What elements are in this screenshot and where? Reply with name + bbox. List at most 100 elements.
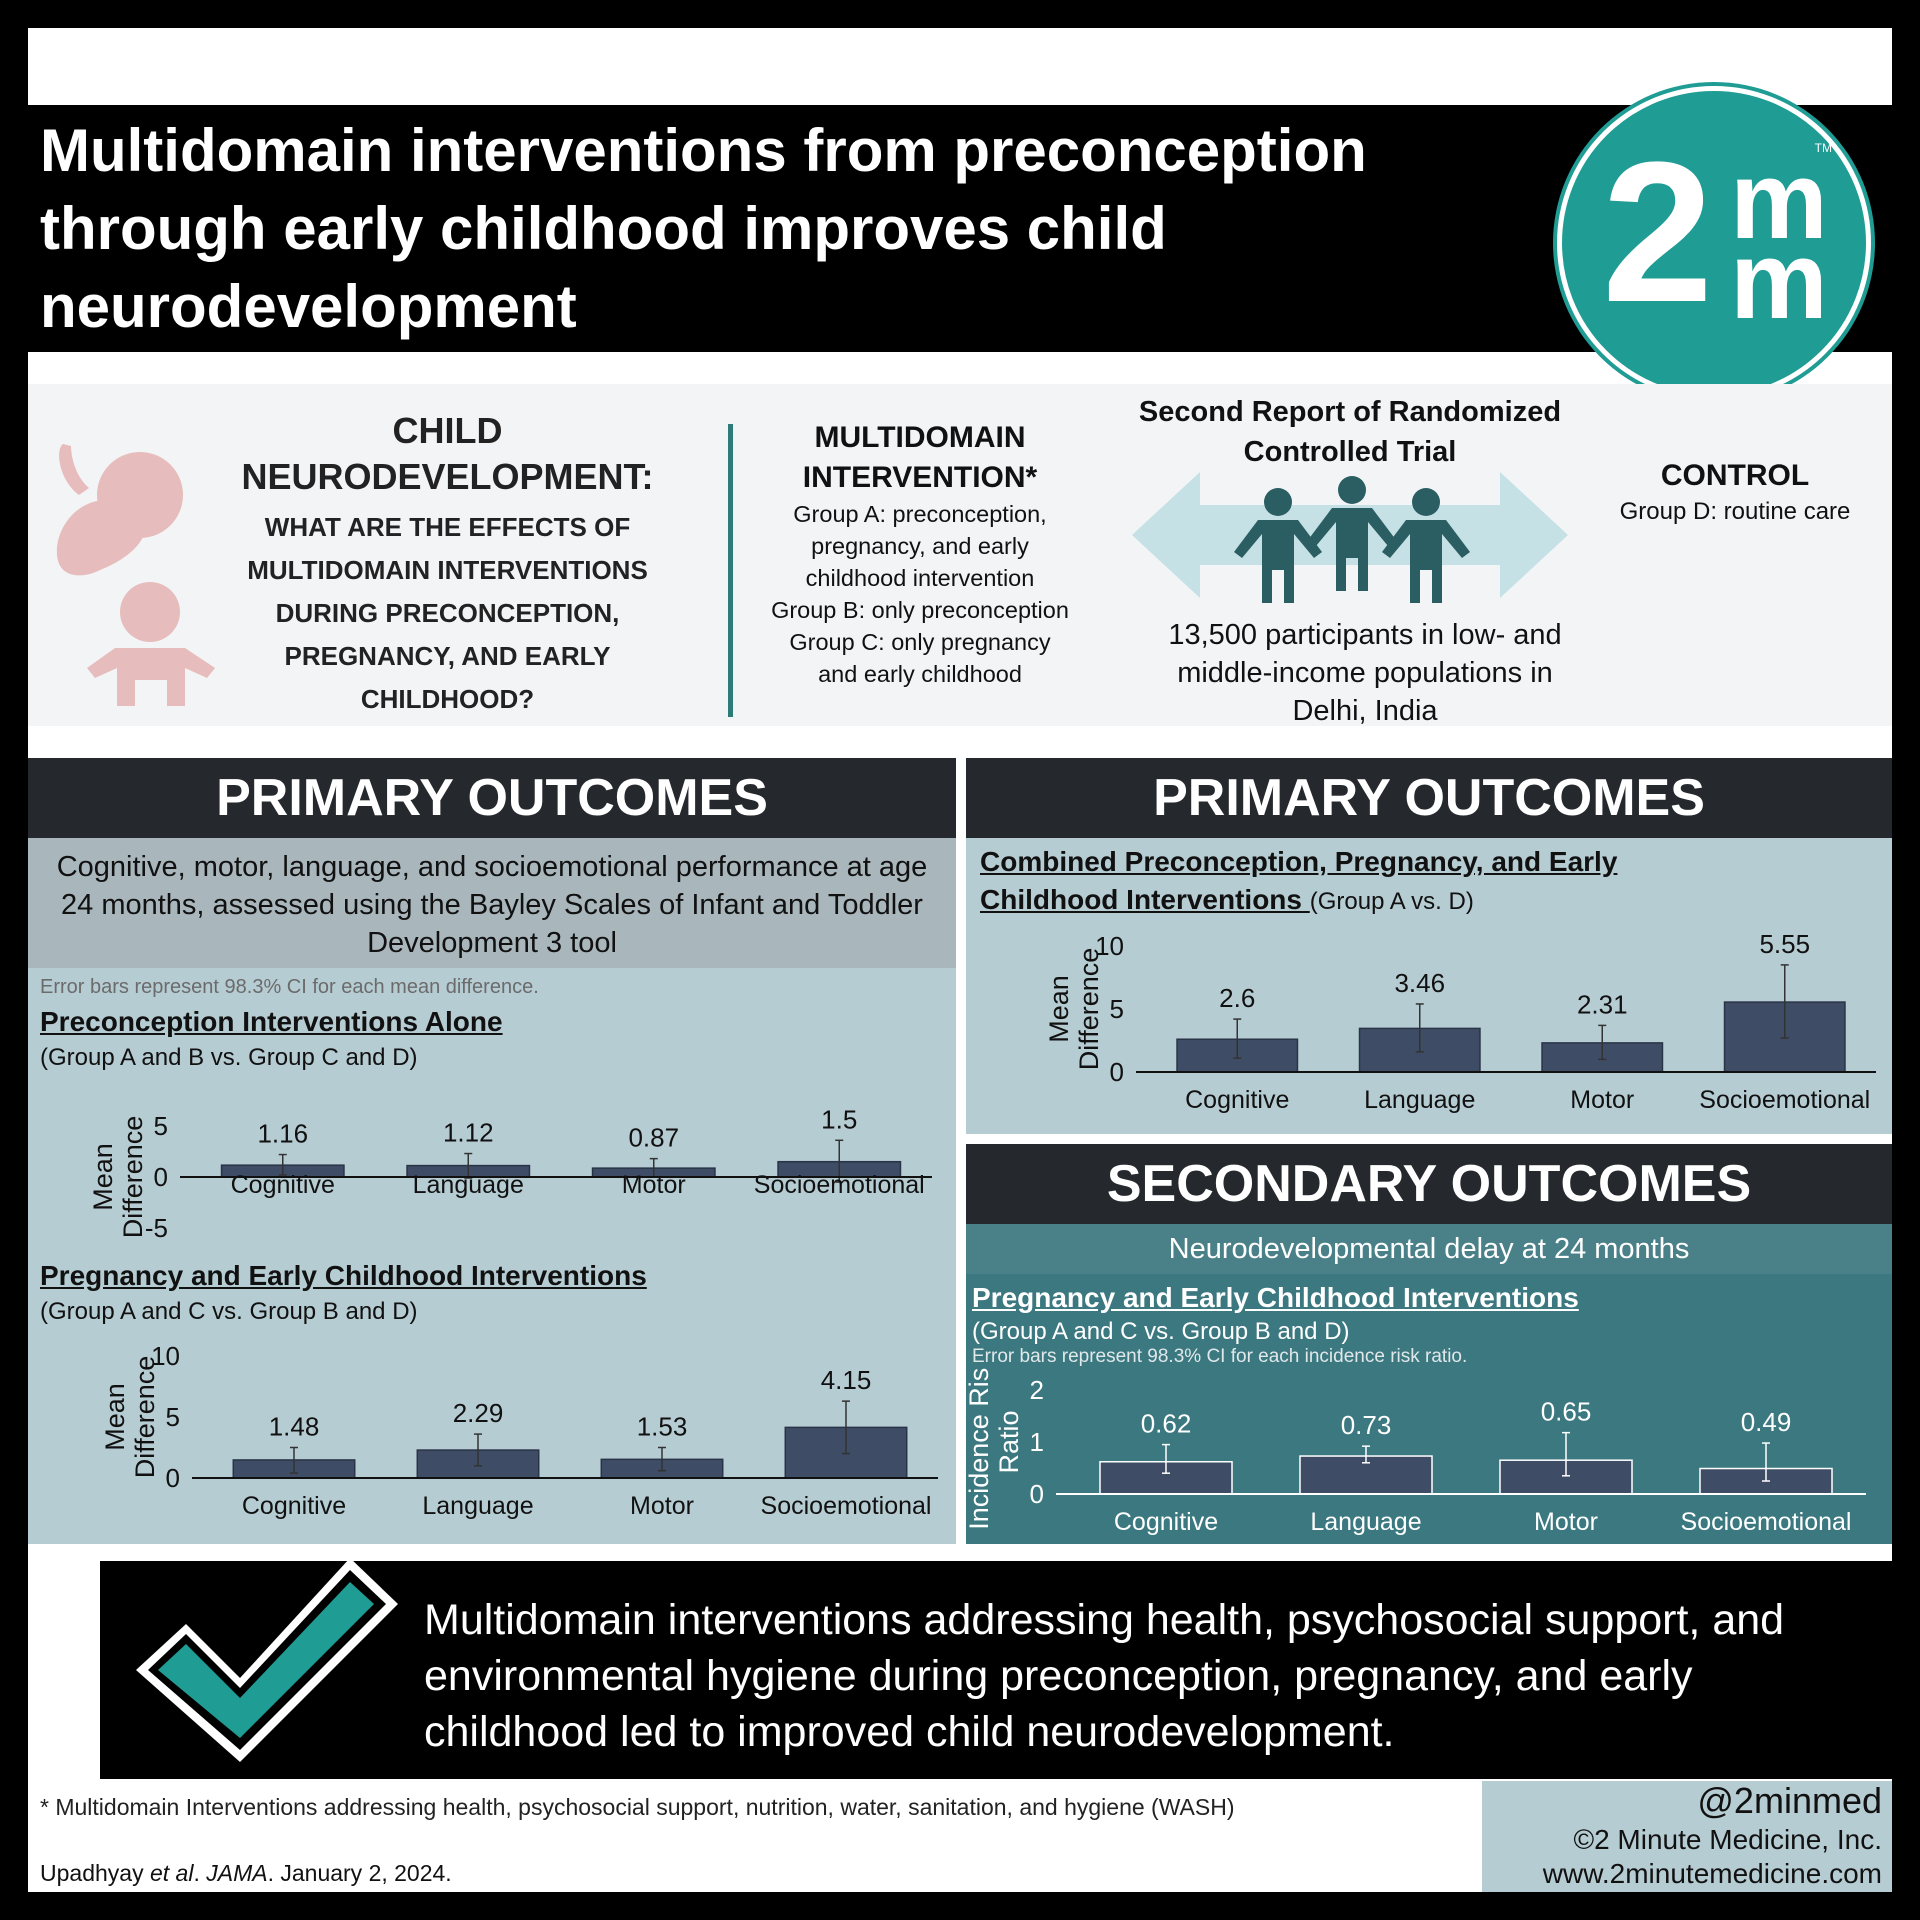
logo-m-bottom: m — [1730, 219, 1828, 342]
intervention-title: INTERVENTION* — [802, 461, 1038, 494]
category-label: Socioemotional — [1681, 1508, 1852, 1536]
category-label: Cognitive — [231, 1171, 335, 1199]
data-label: 1.53 — [637, 1412, 688, 1442]
y-tick-label: 10 — [151, 1341, 180, 1371]
trial-line: middle-income populations in — [1177, 657, 1553, 689]
secondary-subtitle: (Group A and C vs. Group B and D) — [972, 1318, 1350, 1345]
intervention-line: and early childhood — [818, 661, 1022, 687]
citation-date: . January 2, 2024. — [267, 1860, 452, 1886]
y-tick-label: 5 — [154, 1111, 168, 1141]
y-tick-label: 1 — [1030, 1427, 1044, 1457]
conclusion-text: Multidomain interventions addressing hea… — [424, 1596, 1785, 1756]
footnote: * Multidomain Interventions addressing h… — [40, 1794, 1235, 1820]
secondary-note: Error bars represent 98.3% CI for each i… — [972, 1346, 1468, 1367]
citation-etal: et al — [149, 1860, 194, 1886]
intervention-block: MULTIDOMAIN INTERVENTION* Group A: preco… — [740, 418, 1100, 690]
data-label: 4.15 — [821, 1365, 872, 1395]
data-label: 0.62 — [1141, 1409, 1192, 1439]
category-label: Language — [422, 1492, 533, 1520]
page-title: Multidomain interventions from preconcep… — [40, 117, 1367, 340]
category-label: Motor — [630, 1492, 694, 1520]
y-axis-label: Mean — [1044, 975, 1074, 1043]
secondary-title: Pregnancy and Early Childhood Interventi… — [972, 1282, 1579, 1313]
category-label: Socioemotional — [1699, 1086, 1870, 1114]
y-tick-label: 5 — [166, 1402, 180, 1432]
data-label: 2.31 — [1577, 989, 1628, 1019]
trial-title: Second Report of Randomized — [1138, 396, 1562, 428]
secondary-description: Neurodevelopmental delay at 24 months — [966, 1224, 1892, 1274]
y-axis-label: Ratio — [994, 1410, 1024, 1473]
category-label: Motor — [622, 1171, 686, 1199]
logo-two: 2 — [1602, 121, 1713, 344]
trial-line: 13,500 participants in low- and — [1168, 619, 1562, 651]
y-tick-label: 0 — [1110, 1057, 1124, 1087]
control-block: CONTROL Group D: routine care — [1580, 456, 1890, 528]
category-label: Socioemotional — [761, 1492, 932, 1520]
intervention-line: Group A: preconception, — [793, 501, 1047, 527]
y-axis-label: Mean — [100, 1383, 130, 1451]
data-label: 2.6 — [1219, 983, 1255, 1013]
intervention-line: Group B: only preconception — [771, 597, 1069, 623]
category-label: Cognitive — [1185, 1086, 1289, 1114]
brand-url[interactable]: www.2minutemedicine.com — [1542, 1858, 1882, 1889]
right-top-heading: PRIMARY OUTCOMES — [966, 758, 1892, 838]
question-line: DURING PRECONCEPTION, — [275, 598, 620, 628]
question-title: CHILD NEURODEVELOPMENT: — [241, 410, 654, 497]
conclusion-bar — [100, 1561, 1892, 1779]
y-axis-label: Mean — [88, 1143, 118, 1211]
question-block: CHILD NEURODEVELOPMENT: WHAT ARE THE EFF… — [200, 408, 695, 721]
y-tick-label: 0 — [166, 1463, 180, 1493]
data-label: 0.73 — [1341, 1410, 1392, 1440]
brand-handle[interactable]: @2minmed — [1697, 1780, 1882, 1821]
trial-participants: 13,500 participants in low- and middle-i… — [1120, 616, 1610, 730]
trial-line: Delhi, India — [1292, 695, 1438, 727]
citation-journal: JAMA — [206, 1860, 268, 1886]
category-label: Socioemotional — [754, 1171, 925, 1199]
control-title: CONTROL — [1660, 459, 1810, 492]
data-label: 5.55 — [1759, 929, 1810, 959]
intervention-line: pregnancy, and early — [811, 533, 1029, 559]
data-label: 1.5 — [821, 1104, 857, 1134]
data-label: 0.65 — [1541, 1397, 1592, 1427]
brand-copyright: ©2 Minute Medicine, Inc. — [1573, 1824, 1882, 1855]
intro-divider — [728, 424, 733, 717]
chart2-title: Pregnancy and Early Childhood Interventi… — [40, 1260, 647, 1291]
question-line: MULTIDOMAIN INTERVENTIONS — [247, 555, 648, 585]
y-tick-label: 0 — [1030, 1479, 1044, 1509]
y-axis-label: Difference — [118, 1116, 148, 1239]
trial-title-block: Second Report of Randomized Controlled T… — [1100, 392, 1600, 472]
intervention-line: childhood intervention — [805, 565, 1035, 591]
y-tick-label: 2 — [1030, 1375, 1044, 1405]
citation-sep: . — [193, 1860, 207, 1886]
intervention-line: Group C: only pregnancy — [789, 629, 1051, 655]
category-label: Language — [413, 1171, 524, 1199]
category-label: Motor — [1570, 1086, 1634, 1114]
y-axis-label: Difference — [1074, 948, 1104, 1071]
citation-authors: Upadhyay — [40, 1860, 150, 1886]
chart2-subtitle: (Group A and C vs. Group B and D) — [40, 1298, 418, 1325]
error-bar-note: Error bars represent 98.3% CI for each m… — [40, 976, 539, 998]
combined-subtitle: (Group A vs. D) — [1309, 888, 1474, 915]
control-text: Group D: routine care — [1619, 498, 1851, 525]
logo-tm: TM — [1814, 141, 1832, 155]
brand-logo: 2 m m TM — [1557, 86, 1871, 400]
y-tick-label: 10 — [1095, 931, 1124, 961]
left-panel-description: Cognitive, motor, language, and socioemo… — [28, 838, 956, 968]
category-label: Motor — [1534, 1508, 1598, 1536]
y-axis-label: Incidence Risk — [966, 1366, 994, 1530]
y-tick-label: 0 — [154, 1162, 168, 1192]
intervention-title: MULTIDOMAIN — [814, 421, 1026, 454]
people-arrow-icon — [1132, 472, 1568, 603]
combined-title: Combined Preconception, Pregnancy, and E… — [980, 846, 1618, 877]
category-label: Language — [1310, 1508, 1421, 1536]
checkmark-icon — [136, 1558, 398, 1762]
trial-title: Controlled Trial — [1243, 436, 1457, 468]
question-line: PREGNANCY, AND EARLY — [284, 641, 611, 671]
data-label: 1.16 — [257, 1119, 308, 1149]
question-line: CHILDHOOD? — [360, 684, 535, 714]
category-label: Cognitive — [242, 1492, 346, 1520]
category-label: Language — [1364, 1086, 1475, 1114]
citation: Upadhyay et al. JAMA. January 2, 2024. — [40, 1860, 452, 1887]
data-label: 2.29 — [453, 1398, 504, 1428]
